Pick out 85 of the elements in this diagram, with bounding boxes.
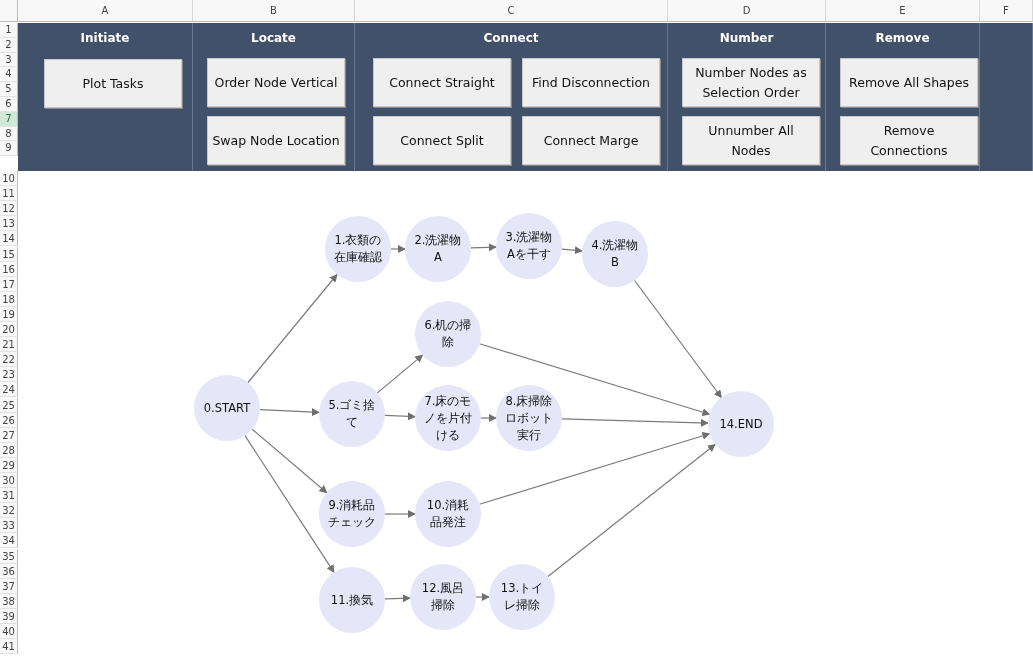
row-number: 15 xyxy=(0,246,18,262)
arrow xyxy=(470,243,497,252)
arrow xyxy=(475,593,490,601)
column-header: E xyxy=(826,0,980,22)
row-number: 35 xyxy=(0,548,18,564)
row-number: 11 xyxy=(0,186,18,202)
row-number: 23 xyxy=(0,367,18,383)
row-number: 13 xyxy=(0,216,18,232)
row-number: 25 xyxy=(0,397,18,413)
arrow xyxy=(561,418,709,427)
macro-button: Connect Straight xyxy=(373,58,511,107)
macro-button: Order Node Vertical xyxy=(207,58,345,107)
row-number: 30 xyxy=(0,473,18,489)
row-number: 34 xyxy=(0,533,18,549)
panel-heading: Initiate xyxy=(79,31,131,45)
task-node: 13.トイレ掃除 xyxy=(489,564,555,630)
row-number: 5 xyxy=(0,82,18,97)
task-node: 11.換気 xyxy=(319,567,385,633)
task-node: 6.机の掃除 xyxy=(415,301,481,367)
toolbar-panel xyxy=(193,23,355,171)
row-number: 12 xyxy=(0,201,18,217)
panel-heading: Locate xyxy=(250,31,297,45)
task-node: 12.風呂掃除 xyxy=(410,564,476,630)
macro-button: Number Nodes as Selection Order xyxy=(682,58,820,107)
column-header: C xyxy=(355,0,668,22)
arrow xyxy=(480,414,497,422)
row-number: 10 xyxy=(0,171,18,187)
row-number: 40 xyxy=(0,624,18,640)
arrow xyxy=(634,279,722,399)
row-number: 41 xyxy=(0,639,18,655)
toolbar-panel xyxy=(826,23,980,171)
row-number: 9 xyxy=(0,141,18,157)
panel-heading: Number xyxy=(718,31,775,45)
task-node: 5.ゴミ捨て xyxy=(319,381,385,447)
macro-button: Remove Connections xyxy=(840,116,978,165)
row-number: 33 xyxy=(0,518,18,534)
macro-button: Connect Marge xyxy=(522,116,660,165)
column-header: A xyxy=(18,0,193,22)
task-node: 3.洗濯物Aを干す xyxy=(496,213,562,279)
task-node: 8.床掃除ロボット実行 xyxy=(496,385,562,451)
panel-heading: Connect xyxy=(482,31,540,45)
arrow xyxy=(251,428,328,494)
panel-heading: Remove xyxy=(874,31,931,45)
row-number: 31 xyxy=(0,488,18,504)
row-number: 22 xyxy=(0,352,18,368)
arrow xyxy=(384,412,416,421)
macro-button: Connect Split xyxy=(373,116,511,165)
arrow xyxy=(384,510,416,518)
macro-button: Swap Node Location xyxy=(207,116,345,165)
arrow xyxy=(478,432,711,505)
column-header: D xyxy=(668,0,826,22)
task-node: 4.洗濯物B xyxy=(582,221,648,287)
toolbar-panel xyxy=(355,23,668,171)
task-node: 7.床のモノを片付ける xyxy=(415,385,481,451)
arrow xyxy=(561,246,583,255)
row-number: 24 xyxy=(0,382,18,398)
task-node: 10.消耗品発注 xyxy=(415,481,481,547)
task-node: 1.衣類の在庫確認 xyxy=(325,216,391,282)
row-number: 20 xyxy=(0,322,18,338)
arrow xyxy=(478,343,711,416)
task-node: 2.洗濯物A xyxy=(405,216,471,282)
arrow xyxy=(384,594,411,603)
arrow xyxy=(390,245,406,253)
row-number: 21 xyxy=(0,337,18,353)
toolbar-panel xyxy=(668,23,826,171)
row-number: 32 xyxy=(0,503,18,519)
toolbar-panel xyxy=(18,23,193,171)
task-node: 14.END xyxy=(708,391,774,457)
column-header: B xyxy=(193,0,355,22)
arrow xyxy=(547,443,716,578)
task-node: 0.START xyxy=(194,375,260,441)
macro-button: Find Disconnection xyxy=(522,58,660,107)
row-number: 1 xyxy=(0,23,18,38)
task-node: 9.消耗品チェック xyxy=(319,481,385,547)
macro-button: Unnumber All Nodes xyxy=(682,116,820,165)
row-number: 4 xyxy=(0,67,18,83)
row-number: 14 xyxy=(0,231,18,247)
macro-button: Plot Tasks xyxy=(44,59,182,108)
arrow xyxy=(244,435,335,573)
arrow xyxy=(247,273,338,384)
macro-button: Remove All Shapes xyxy=(840,58,978,107)
column-header: F xyxy=(980,0,1033,22)
row-number: 6 xyxy=(0,97,18,112)
arrow xyxy=(376,354,424,394)
arrow xyxy=(259,408,320,417)
